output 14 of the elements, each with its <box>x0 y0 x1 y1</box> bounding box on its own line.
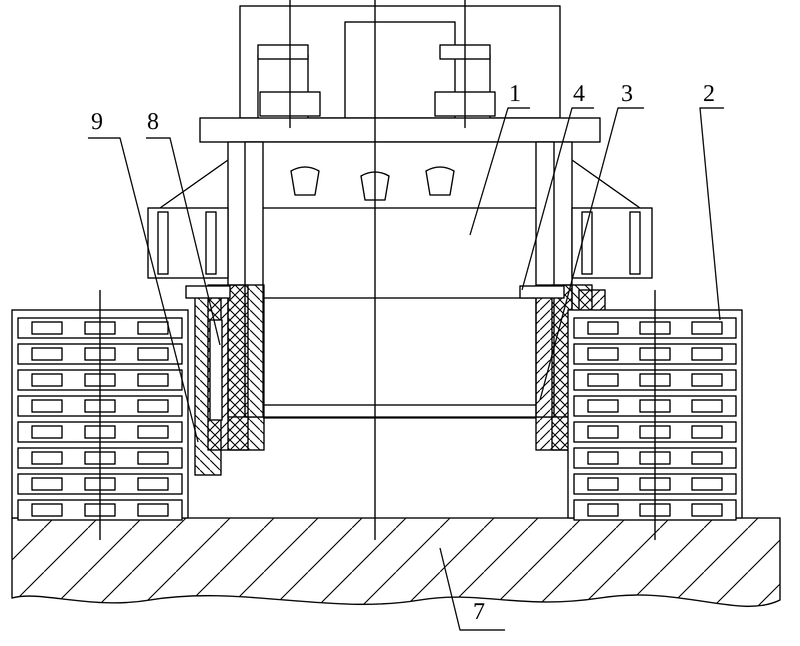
leader-line <box>146 137 221 346</box>
leader-line <box>439 548 505 631</box>
callout-number: 7 <box>466 600 492 624</box>
callout-number: 9 <box>84 110 110 134</box>
leader-line <box>539 107 644 400</box>
callout-number: 3 <box>614 82 640 106</box>
leader-line <box>521 107 594 290</box>
callout-number: 4 <box>566 82 592 106</box>
callout-number: 8 <box>140 110 166 134</box>
leader-line <box>88 137 199 442</box>
leader-line <box>699 107 724 320</box>
leader-line <box>469 107 530 236</box>
callout-number: 1 <box>502 82 528 106</box>
callout-number: 2 <box>696 82 722 106</box>
